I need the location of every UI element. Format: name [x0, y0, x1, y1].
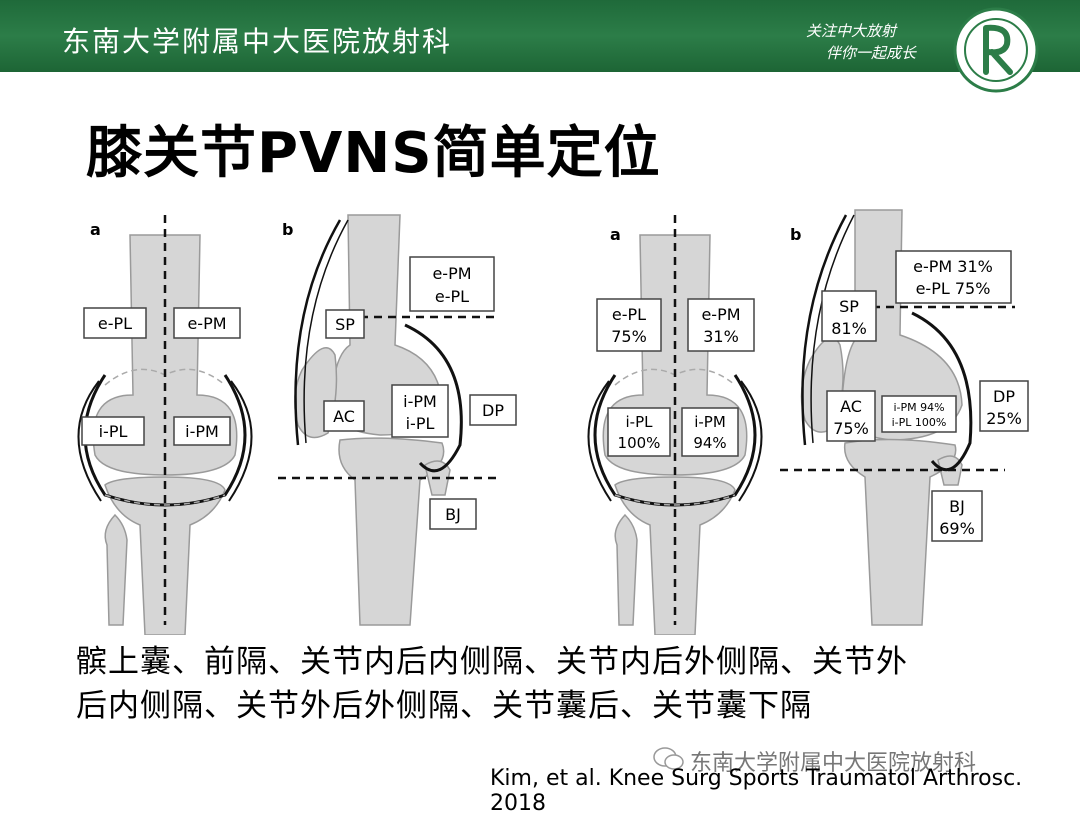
left-b-region-i-pl: i-PL [406, 414, 435, 433]
caption-line-1: 髌上囊、前隔、关节内后内侧隔、关节内后外侧隔、关节外 [76, 644, 908, 680]
right-a-pct-i-pl: 100% [618, 434, 661, 452]
right-b-region-bj: BJ [949, 497, 965, 516]
caption-line-2: 后内侧隔、关节外后外侧隔、关节囊后、关节囊下隔 [76, 688, 812, 724]
slogan-line-1: 关注中大放射 [806, 22, 897, 40]
left-b-region-dp: DP [482, 401, 504, 420]
right-a-pct-e-pm: 31% [703, 327, 739, 346]
right-a-region-i-pl: i-PL [626, 413, 654, 431]
left-panel-a: a e-PL e-PM i-PL i-PM [76, 215, 254, 635]
right-b-region-dp: DP [993, 387, 1015, 406]
left-a-region-i-pl: i-PL [99, 422, 128, 441]
right-b-pct-dp: 25% [986, 409, 1022, 428]
right-b-label-e-pl: e-PL 75% [916, 279, 991, 298]
right-a-pct-e-pl: 75% [611, 327, 647, 346]
right-b-label-i-pl: i-PL 100% [892, 416, 947, 429]
right-b-pct-sp: 81% [831, 319, 867, 338]
left-b-region-i-pm: i-PM [403, 392, 437, 411]
right-b-pct-bj: 69% [939, 519, 975, 538]
right-b-region-ac: AC [840, 397, 862, 416]
watermark-text: 东南大学附属中大医院放射科 [690, 751, 977, 776]
right-panel-a-label: a [610, 225, 621, 244]
left-b-region-bj: BJ [445, 505, 461, 524]
left-panel-a-label: a [90, 220, 101, 239]
right-b-pct-ac: 75% [833, 419, 869, 438]
right-panel-b-label: b [790, 225, 801, 244]
right-b-label-i-pm: i-PM 94% [893, 401, 944, 414]
left-a-region-e-pl: e-PL [98, 314, 132, 333]
left-a-region-e-pm: e-PM [187, 314, 226, 333]
left-a-region-i-pm: i-PM [185, 422, 219, 441]
right-a-region-e-pl: e-PL [612, 305, 646, 324]
wechat-icon [653, 747, 684, 770]
right-panel-a: a e-PL 75% e-PM 31% i-PL 100% i-PM 94% [586, 215, 764, 635]
right-a-region-e-pm: e-PM [701, 305, 740, 324]
right-a-pct-i-pm: 94% [693, 434, 726, 452]
right-a-region-i-pm: i-PM [694, 413, 726, 431]
knee-pvns-localization-figure: a e-PL e-PM i-PL i-PM b e-PM e-PL SP AC … [76, 209, 1029, 635]
department-logo-icon [953, 7, 1039, 93]
left-b-region-e-pl: e-PL [435, 287, 469, 306]
left-b-region-e-pm: e-PM [432, 264, 471, 283]
right-b-region-sp: SP [839, 297, 859, 316]
left-b-region-ac: AC [333, 407, 355, 426]
page-title: 膝关节PVNS简单定位 [86, 121, 661, 186]
header-title: 东南大学附属中大医院放射科 [62, 25, 453, 58]
right-b-label-e-pm: e-PM 31% [913, 257, 993, 276]
citation: Kim, et al. Knee Surg Sports Traumatol A… [490, 766, 1023, 816]
left-b-region-sp: SP [335, 315, 355, 334]
slogan-line-2: 伴你一起成长 [826, 44, 917, 62]
left-panel-b-label: b [282, 220, 293, 239]
right-panel-b: b e-PM 31% e-PL 75% SP 81% AC 75% i-PM 9… [780, 209, 1029, 626]
header-bar: 东南大学附属中大医院放射科 关注中大放射 伴你一起成长 [0, 0, 1080, 72]
left-panel-b: b e-PM e-PL SP AC i-PM i-PL DP BJ [278, 214, 517, 626]
